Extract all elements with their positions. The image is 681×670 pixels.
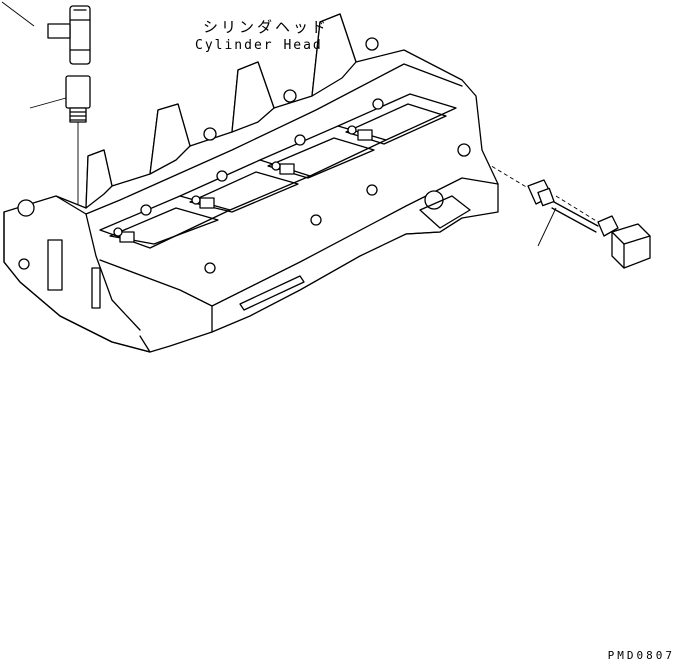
part-name-english: Cylinder Head: [195, 38, 323, 53]
part-name-japanese: シリンダヘッド: [203, 18, 330, 36]
dashed-leader-connector: [555, 195, 599, 223]
tee-fitting: [47, 5, 91, 65]
sensor-assembly: [527, 179, 651, 269]
cylinder-head-body: [3, 13, 499, 353]
dashed-leader-sensor: [467, 151, 529, 189]
drawing-code: PMD0807: [607, 649, 675, 662]
leader-lines: [1, 1, 599, 247]
leader-line-right: [537, 207, 557, 247]
leader-line-left: [29, 97, 67, 109]
adapter-fitting: [65, 75, 91, 123]
leader-line-top-left: [1, 1, 35, 27]
